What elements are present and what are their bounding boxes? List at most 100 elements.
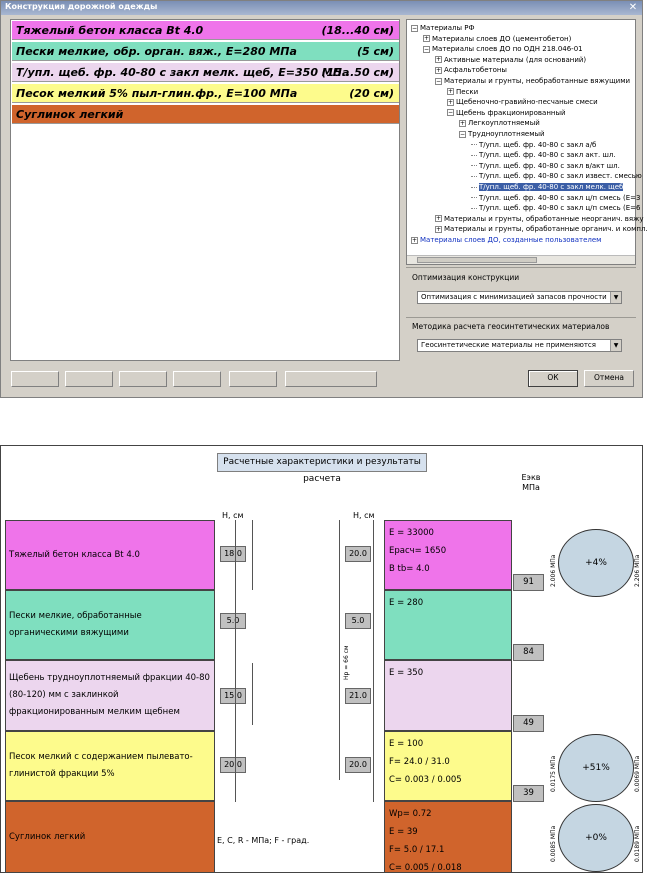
layer-row[interactable]: Тяжелый бетон класса Bt 4.0(18...40 см) xyxy=(12,21,399,40)
stress-left-label: 0.0175 МПа xyxy=(550,755,557,792)
prop-line: Eрасч= 1650 xyxy=(389,546,447,556)
tree-line-icon xyxy=(471,207,477,209)
tree-node-label: Т/упл. щеб. фр. 40-80 с закл ц/п смесь (… xyxy=(479,193,641,202)
disabled-button-2[interactable] xyxy=(65,371,113,387)
tree-node[interactable]: +Асфальтобетоны xyxy=(435,65,507,76)
disabled-button-6[interactable] xyxy=(285,371,377,387)
layer-name: Пески мелкие, обр. орган. вяж., Е=280 МП… xyxy=(16,45,297,58)
tree-node[interactable]: −Материалы РФ xyxy=(411,23,474,34)
ok-button[interactable]: ОК xyxy=(528,370,578,387)
expand-icon[interactable]: + xyxy=(411,236,418,244)
e-header: Еэкв МПа xyxy=(521,473,541,492)
tree-node[interactable]: +Пески xyxy=(447,87,478,98)
tree-node[interactable]: −Материалы слоев ДО по ОДН 218.046-01 xyxy=(423,44,583,55)
divider xyxy=(406,317,636,318)
legend-note: Е, С, R - МПа; F - град. xyxy=(217,836,310,845)
range-arrow-2 xyxy=(252,663,253,725)
result-layer-name: Пески мелкие, обработанные органическими… xyxy=(5,590,215,660)
layer-name: Суглинок легкий xyxy=(16,108,124,121)
prop-line: F= 5.0 / 17.1 xyxy=(389,845,445,855)
expand-icon[interactable]: + xyxy=(435,66,442,74)
hp-axis xyxy=(339,520,340,780)
h-label-mid: Н, см xyxy=(353,511,375,520)
eekv-box: 39 xyxy=(513,785,544,802)
prop-line: E = 100 xyxy=(389,739,424,749)
collapse-icon[interactable]: − xyxy=(411,24,418,32)
prop-line: Wp= 0.72 xyxy=(389,809,432,819)
cancel-button[interactable]: Отмена xyxy=(584,370,634,387)
expand-icon[interactable]: + xyxy=(459,119,466,127)
prop-line: C= 0.005 / 0.018 xyxy=(389,863,462,873)
expand-icon[interactable]: + xyxy=(435,56,442,64)
prop-line: F= 24.0 / 31.0 xyxy=(389,757,450,767)
stress-right-label: 2.206 МПа xyxy=(634,554,641,587)
layers-list[interactable]: Тяжелый бетон класса Bt 4.0(18...40 см) П… xyxy=(10,19,400,361)
disabled-button-1[interactable] xyxy=(11,371,59,387)
tree-node[interactable]: +Материалы слоев ДО, созданные пользоват… xyxy=(411,235,601,246)
results-diagram: Расчетные характеристики и результаты ра… xyxy=(0,445,643,873)
layer-row[interactable]: Песок мелкий 5% пыл-глин.фр., Е=100 МПа(… xyxy=(12,84,399,103)
tree-node[interactable]: Т/упл. щеб. фр. 40-80 с закл в/акт шл. xyxy=(471,161,620,172)
expand-icon[interactable]: + xyxy=(447,98,454,106)
thickness-box-mid: 20.0 xyxy=(345,757,371,773)
layer-thickness: (15...50 см) xyxy=(321,66,394,79)
tree-node-label: Материалы и грунты, обработанные неорган… xyxy=(444,214,644,223)
close-icon[interactable]: ✕ xyxy=(628,2,638,13)
tree-node[interactable]: −Щебень фракционированный xyxy=(447,108,566,119)
scrollbar-thumb[interactable] xyxy=(417,257,537,263)
chevron-down-icon[interactable]: ▼ xyxy=(610,340,621,351)
collapse-icon[interactable]: − xyxy=(447,109,454,117)
tree-node[interactable]: +Материалы и грунты, обработанные неорга… xyxy=(435,214,643,225)
tree-node[interactable]: +Материалы слоев ДО (цементобетон) xyxy=(423,34,571,45)
expand-icon[interactable]: + xyxy=(423,35,430,43)
layer-row[interactable]: Пески мелкие, обр. орган. вяж., Е=280 МП… xyxy=(12,42,399,61)
tree-node[interactable]: −Трудноуплотняемый xyxy=(459,129,545,140)
tree-node[interactable]: +Материалы и грунты, обработанные органи… xyxy=(435,224,648,235)
stress-right-label: 0.0069 МПа xyxy=(634,755,641,792)
stress-circle: +51% xyxy=(558,734,634,802)
range-arrow-1 xyxy=(252,520,253,590)
tree-node-label: Материалы слоев ДО (цементобетон) xyxy=(432,34,572,43)
expand-icon[interactable]: + xyxy=(447,88,454,96)
expand-icon[interactable]: + xyxy=(435,225,442,233)
chevron-down-icon[interactable]: ▼ xyxy=(610,292,621,303)
tree-node-label: Т/упл. щеб. фр. 40-80 с закл ц/п смесь (… xyxy=(479,204,641,213)
tree-node[interactable]: +Щебеночно-гравийно-песчаные смеси xyxy=(447,97,598,108)
layer-name: Т/упл. щеб. фр. 40-80 с закл мелк. щеб, … xyxy=(16,66,350,79)
layer-row[interactable]: Т/упл. щеб. фр. 40-80 с закл мелк. щеб, … xyxy=(12,63,399,82)
stress-left-label: 0.0085 МПа xyxy=(550,825,557,862)
layer-thickness: (18...40 см) xyxy=(321,24,394,37)
disabled-button-3[interactable] xyxy=(119,371,167,387)
tree-node[interactable]: −Материалы и грунты, необработанные вяжу… xyxy=(435,76,630,87)
collapse-icon[interactable]: − xyxy=(459,130,466,138)
collapse-icon[interactable]: − xyxy=(423,45,430,53)
tree-node-label: Т/упл. щеб. фр. 40-80 с закл а/б xyxy=(479,140,597,149)
disabled-button-4[interactable] xyxy=(173,371,221,387)
window-title: Конструкция дорожной одежды xyxy=(5,2,158,11)
tree-node[interactable]: Т/упл. щеб. фр. 40-80 с закл ц/п смесь (… xyxy=(471,193,640,204)
stress-left-label: 2.006 МПа xyxy=(550,554,557,587)
geosynth-select[interactable]: Геосинтетические материалы не применяютс… xyxy=(417,339,622,352)
layer-row[interactable]: Суглинок легкий xyxy=(12,105,399,124)
layer-name: Песок мелкий 5% пыл-глин.фр., Е=100 МПа xyxy=(16,87,298,100)
expand-icon[interactable]: + xyxy=(435,215,442,223)
disabled-button-5[interactable] xyxy=(229,371,277,387)
tree-node[interactable]: Т/упл. щеб. фр. 40-80 с закл извест. сме… xyxy=(471,171,642,182)
tree-node-label: Щебень фракционированный xyxy=(456,108,566,117)
prop-line: C= 0.003 / 0.005 xyxy=(389,775,462,785)
tree-node[interactable]: Т/упл. щеб. фр. 40-80 с закл а/б xyxy=(471,140,596,151)
tree-node[interactable]: Т/упл. щеб. фр. 40-80 с закл акт. шл. xyxy=(471,150,616,161)
tree-node[interactable]: Т/упл. щеб. фр. 40-80 с закл ц/п смесь (… xyxy=(471,203,640,214)
tree-node-label: Т/упл. щеб. фр. 40-80 с закл в/акт шл. xyxy=(479,161,620,170)
collapse-icon[interactable]: − xyxy=(435,77,442,85)
tree-node[interactable]: Т/упл. щеб. фр. 40-80 с закл мелк. щеб xyxy=(471,182,624,193)
horizontal-scrollbar[interactable] xyxy=(407,255,635,264)
tree-node-label: Материалы и грунты, необработанные вяжущ… xyxy=(444,77,631,85)
tree-node-label: Трудноуплотняемый xyxy=(468,130,545,138)
materials-tree[interactable]: −Материалы РФ+Материалы слоев ДО (цемент… xyxy=(406,19,648,265)
h-axis-left xyxy=(235,520,236,802)
optimization-select[interactable]: Оптимизация с минимизацией запасов прочн… xyxy=(417,291,622,304)
tree-node[interactable]: +Легкоуплотняемый xyxy=(459,118,540,129)
tree-node[interactable]: +Активные материалы (для оснований) xyxy=(435,55,586,66)
